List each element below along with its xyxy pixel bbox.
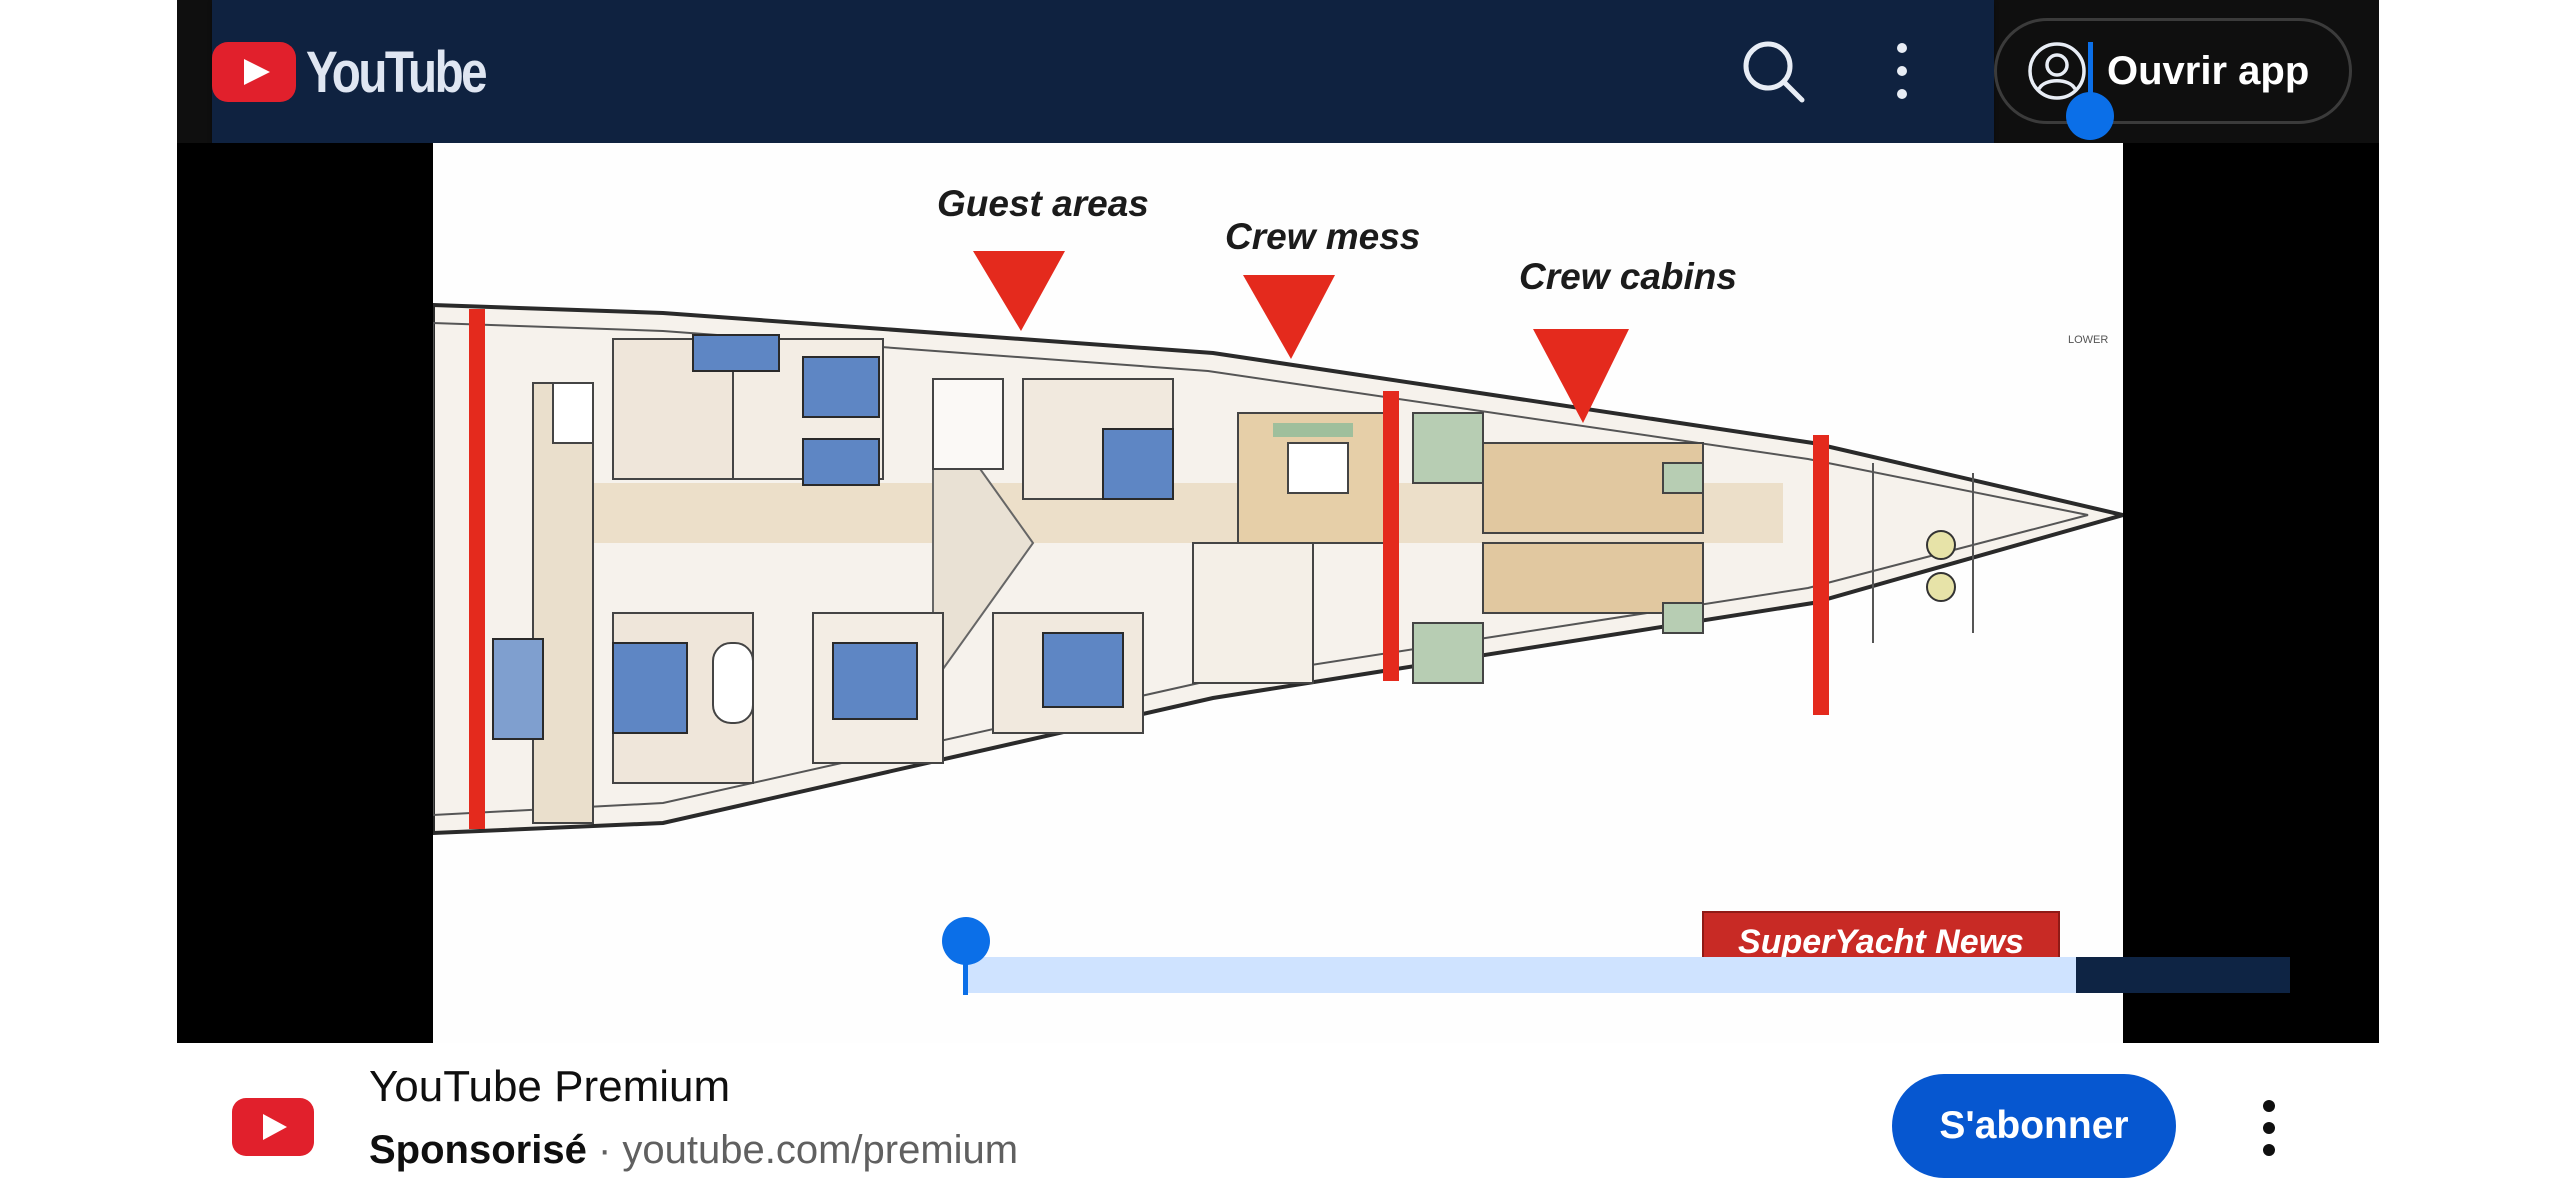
selection-handle-bottom-bar[interactable] <box>963 950 968 995</box>
crew-cabins-arrow <box>1533 329 1629 423</box>
bulkhead-marker <box>1813 435 1829 715</box>
callout-crew-cabins: Crew cabins <box>1519 256 1737 297</box>
bulkhead-marker <box>469 309 485 829</box>
guest-areas-arrow <box>973 251 1065 331</box>
meta-separator: · <box>586 1128 623 1172</box>
sponsored-label: Sponsorisé <box>369 1128 587 1172</box>
selection-handle-bottom[interactable] <box>942 917 990 965</box>
text-selection-highlight[interactable] <box>965 957 2290 993</box>
deck-label: LOWER <box>2068 334 2108 346</box>
ad-more-icon[interactable] <box>2258 1098 2280 1158</box>
bulkhead-marker <box>1383 391 1399 681</box>
youtube-logo[interactable]: YouTube <box>212 39 524 105</box>
video-player[interactable]: LOWER Guest areas Crew mess Crew cabins … <box>177 143 2379 1043</box>
youtube-logo-icon <box>212 42 296 102</box>
text-selection-highlight-dark <box>2076 957 2290 993</box>
yacht-deck-plan: LOWER <box>433 251 2123 836</box>
subscribe-button[interactable]: S'abonner <box>1892 1074 2176 1178</box>
youtube-premium-logo-icon[interactable] <box>232 1098 314 1156</box>
selection-handle-top[interactable] <box>2066 92 2114 140</box>
open-app-label: Ouvrir app <box>2107 48 2310 93</box>
callout-guest-areas: Guest areas <box>937 183 1149 224</box>
ad-meta: Sponsorisé · youtube.com/premium <box>369 1128 1018 1173</box>
account-icon <box>2028 42 2086 100</box>
search-icon[interactable] <box>1740 38 1806 104</box>
more-vert-icon[interactable] <box>1884 38 1920 104</box>
open-app-button[interactable]: Ouvrir app <box>1994 18 2352 124</box>
ad-title[interactable]: YouTube Premium <box>369 1062 731 1111</box>
video-frame: LOWER Guest areas Crew mess Crew cabins … <box>433 143 2123 1043</box>
youtube-header: YouTube <box>212 0 1994 143</box>
callout-crew-mess: Crew mess <box>1225 216 1421 257</box>
selection-handle-top-bar[interactable] <box>2088 42 2093 114</box>
crew-mess-arrow <box>1243 275 1335 359</box>
ad-url[interactable]: youtube.com/premium <box>622 1128 1019 1172</box>
youtube-logo-text: YouTube <box>306 39 488 105</box>
